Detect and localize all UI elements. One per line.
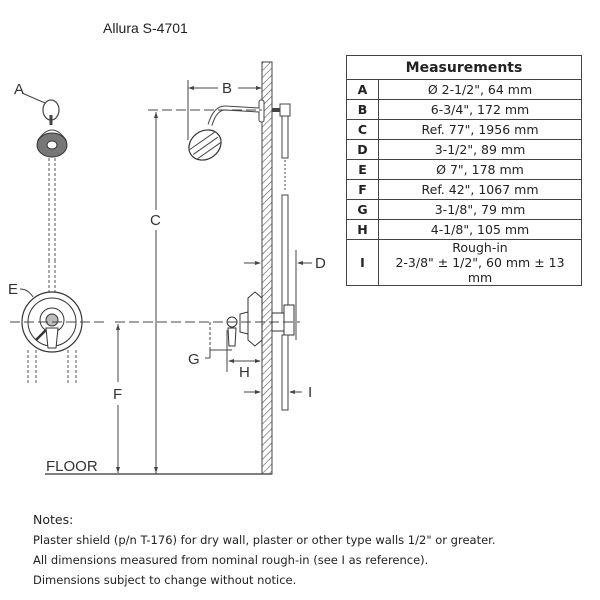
note-line: Plaster shield (p/n T-176) for dry wall,… [33, 533, 496, 547]
row-value-line: mm [467, 270, 493, 285]
label-a: A [14, 81, 24, 98]
label-g: G [188, 351, 200, 368]
note-line: All dimensions measured from nominal rou… [33, 553, 429, 567]
row-value: Ø 2-1/2", 64 mm [378, 79, 582, 100]
side-showerhead [188, 99, 291, 316]
label-i: I [308, 384, 312, 401]
row-key: G [346, 199, 379, 220]
row-value-line: Rough-in [452, 240, 508, 255]
row-key: A [346, 79, 379, 100]
notes-heading: Notes: [33, 512, 74, 527]
label-e: E [8, 281, 18, 298]
row-value: 6-3/4", 172 mm [378, 99, 582, 120]
front-valve-trim [10, 260, 108, 385]
row-key: F [346, 179, 379, 200]
notes-section: Notes: Plaster shield (p/n T-176) for dr… [33, 510, 496, 590]
row-value: 3-1/8", 79 mm [378, 199, 582, 220]
dimension-g [205, 322, 232, 359]
dimension-h [226, 330, 261, 372]
dimension-c [148, 109, 262, 474]
floor-label: FLOOR [46, 458, 98, 475]
row-key: B [346, 99, 379, 120]
row-value-line: 2-3/8" ± 1/2", 60 mm ± 13 [395, 255, 565, 270]
row-value: 3-1/2", 89 mm [378, 139, 582, 160]
dimension-i [244, 390, 302, 394]
wall-section [261, 61, 273, 475]
row-key: C [346, 119, 379, 140]
dimension-f [116, 324, 120, 473]
row-value: Ref. 42", 1067 mm [378, 179, 582, 200]
label-b: B [222, 80, 232, 97]
dimension-d [244, 250, 312, 340]
label-d: D [315, 255, 326, 272]
side-valve [115, 291, 300, 411]
row-key: E [346, 159, 379, 180]
product-title: Allura S-4701 [103, 20, 188, 36]
dimension-b [187, 80, 262, 140]
row-value: Rough-in 2-3/8" ± 1/2", 60 mm ± 13 mm [378, 239, 582, 286]
row-value: Ø 7", 178 mm [378, 159, 582, 180]
measurements-header: Measurements [346, 55, 582, 80]
row-value: 4-1/8", 105 mm [378, 219, 582, 240]
row-key: D [346, 139, 379, 160]
row-key: I [346, 239, 379, 286]
row-key: H [346, 219, 379, 240]
front-showerhead [21, 92, 68, 260]
label-h: H [239, 364, 250, 381]
table-row: I Rough-in 2-3/8" ± 1/2", 60 mm ± 13 mm [346, 239, 582, 286]
note-line: Dimensions subject to change without not… [33, 573, 297, 587]
label-c: C [150, 212, 161, 229]
row-value: Ref. 77", 1956 mm [378, 119, 582, 140]
label-f: F [113, 386, 122, 403]
